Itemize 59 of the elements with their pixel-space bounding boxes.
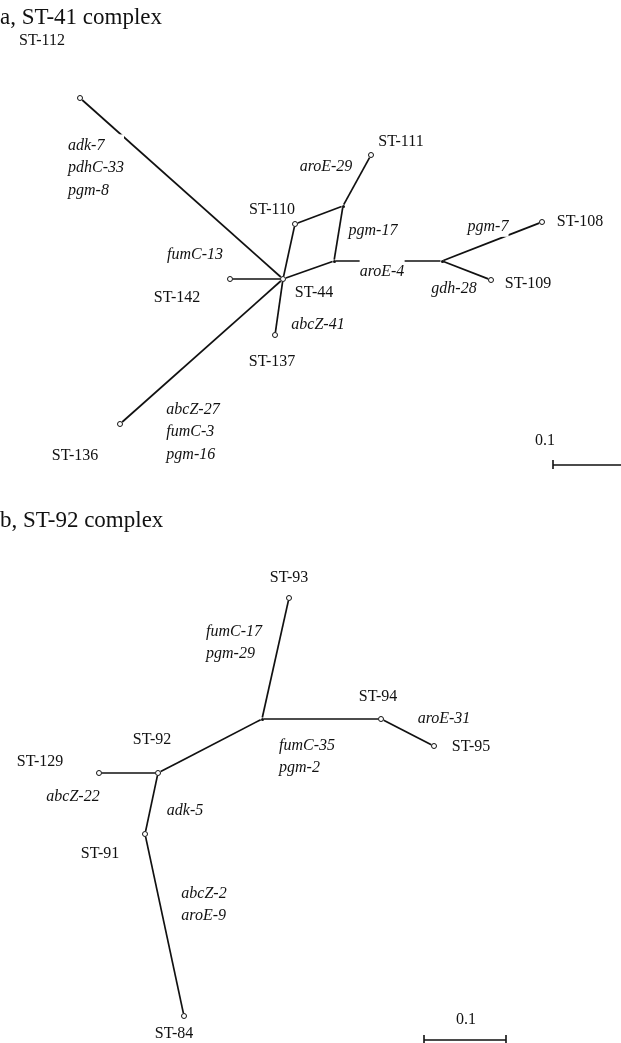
branch-line	[121, 280, 282, 423]
sequence-type-label: ST-94	[358, 687, 398, 705]
junction-point	[332, 259, 336, 263]
tip-dot	[368, 152, 374, 158]
scale-label: 0.1	[535, 431, 555, 449]
branch-line	[261, 600, 290, 719]
allele-label: adk-7 pdhC-33 pgm-8	[68, 134, 124, 202]
panel-title: a, ST-41 complex	[0, 4, 163, 30]
sequence-type-label: ST-84	[154, 1024, 194, 1042]
branch-line	[442, 222, 541, 262]
sequence-type-label: ST-142	[153, 288, 201, 306]
branch-line	[144, 775, 159, 832]
branch-line	[144, 836, 185, 1014]
sequence-type-label: ST-91	[80, 844, 120, 862]
junction-point	[440, 259, 444, 263]
branch-line	[333, 206, 344, 261]
branch-line	[101, 772, 156, 774]
tip-dot	[155, 770, 161, 776]
tip-dot	[378, 716, 384, 722]
junction-point	[341, 204, 345, 208]
sequence-type-label: ST-110	[249, 200, 295, 218]
tip-dot	[272, 332, 278, 338]
sequence-type-label: ST-109	[504, 274, 552, 292]
branch-line	[159, 718, 262, 773]
sequence-type-label: ST-129	[16, 752, 64, 770]
sequence-type-label: ST-137	[248, 352, 296, 370]
tip-dot	[142, 831, 148, 837]
sequence-type-label: ST-108	[556, 212, 604, 230]
scale-label: 0.1	[456, 1010, 476, 1028]
branch-line	[382, 719, 433, 746]
tip-dot	[227, 276, 233, 282]
tip-dot	[77, 95, 83, 101]
sequence-type-label: ST-136	[51, 446, 99, 464]
branch-line	[232, 278, 281, 280]
sequence-type-label: ST-95	[451, 737, 491, 755]
branch-line	[81, 99, 282, 278]
branch-line	[262, 718, 379, 720]
junction-point	[260, 717, 264, 721]
sequence-type-label: ST-92	[132, 730, 172, 748]
tip-dot	[96, 770, 102, 776]
sequence-type-label: ST-111	[378, 132, 424, 150]
tip-dot	[539, 219, 545, 225]
tip-dot	[431, 743, 437, 749]
branch-line	[342, 156, 371, 206]
sequence-type-label: ST-112	[19, 31, 65, 49]
tip-dot	[280, 276, 286, 282]
branch-line	[442, 260, 490, 280]
branch-line	[296, 205, 343, 224]
tip-dot	[292, 221, 298, 227]
branch-line	[282, 226, 296, 277]
panel-title: b, ST-92 complex	[0, 507, 164, 533]
sequence-type-label: ST-44	[294, 283, 334, 301]
sequence-type-label: ST-93	[269, 568, 309, 586]
branch-line	[274, 281, 284, 333]
tip-dot	[117, 421, 123, 427]
tip-dot	[181, 1013, 187, 1019]
tip-dot	[488, 277, 494, 283]
branch-line	[284, 260, 334, 279]
tip-dot	[286, 595, 292, 601]
